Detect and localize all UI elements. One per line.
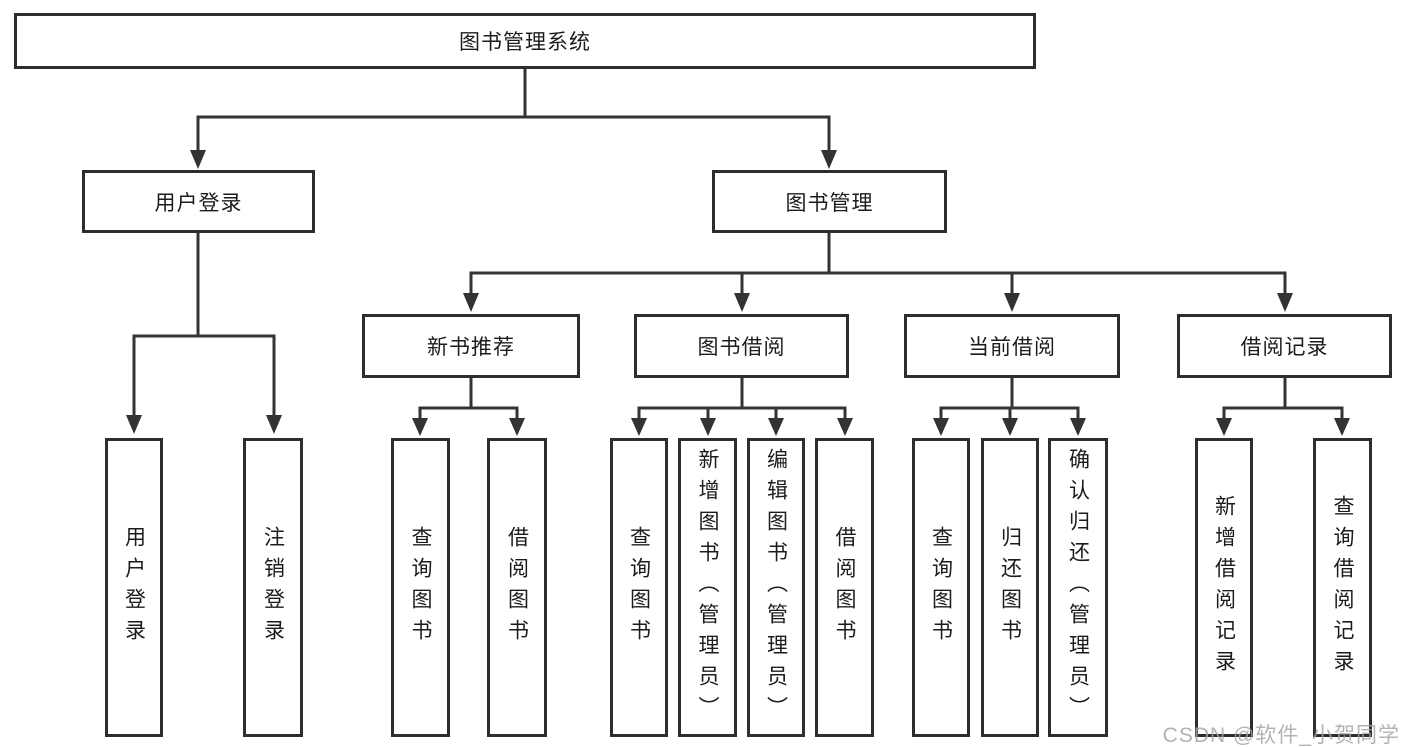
arrowhead-query-books-3 [933, 418, 949, 436]
leaf-query-borrow-record: 查询借阅记录 [1313, 438, 1372, 737]
user-login-bar [132, 334, 276, 416]
node-library-management-system: 图书管理系统 [14, 13, 1036, 69]
leaf-confirm-return-admin: 确认归还（管理员） [1048, 438, 1108, 737]
arrowhead-query-borrow-record [1334, 418, 1350, 436]
csdn-watermark: CSDN @软件_小贺同学 [1162, 724, 1400, 747]
node-book-management: 图书管理 [712, 170, 947, 233]
arrowhead-leaf-user-login [126, 415, 142, 434]
arrowhead-user-login [190, 150, 206, 169]
node-book-borrow: 图书借阅 [634, 314, 849, 378]
leaf-user-login: 用户登录 [105, 438, 163, 737]
arrowhead-borrow-records [1277, 293, 1293, 312]
arrowhead-book-borrow [734, 293, 750, 312]
borrow-records-bar [1222, 406, 1344, 419]
arrowhead-borrow-books-1 [509, 418, 525, 436]
arrowhead-add-borrow-record [1216, 418, 1232, 436]
arrowhead-borrow-books-2 [837, 418, 853, 436]
leaf-add-borrow-record: 新增借阅记录 [1195, 438, 1253, 737]
node-user-login: 用户登录 [82, 170, 315, 233]
arrowhead-add-book [700, 418, 716, 436]
arrowhead-book-management [821, 150, 837, 169]
book-borrow-bar [637, 406, 847, 419]
leaf-edit-book-admin: 编辑图书（管理员） [747, 438, 805, 737]
leaf-logout: 注销登录 [243, 438, 303, 737]
arrowhead-query-books-1 [412, 418, 428, 436]
leaf-query-books-2: 查询图书 [610, 438, 668, 737]
arrowhead-new-book-recommend [463, 293, 479, 312]
leaf-return-books: 归还图书 [981, 438, 1039, 737]
new-book-recommend-bar [418, 406, 519, 419]
leaf-borrow-books-2: 借阅图书 [815, 438, 874, 737]
level2-branch-bar [196, 115, 831, 151]
level3-branch-bar [469, 271, 1287, 294]
leaf-borrow-books-1: 借阅图书 [487, 438, 547, 737]
leaf-add-book-admin: 新增图书（管理员） [678, 438, 737, 737]
arrowhead-confirm-return [1070, 418, 1086, 436]
arrowhead-edit-book [768, 418, 784, 436]
arrowhead-return-books [1002, 418, 1018, 436]
arrowhead-query-books-2 [631, 418, 647, 436]
leaf-query-books-3: 查询图书 [912, 438, 970, 737]
node-borrow-records: 借阅记录 [1177, 314, 1392, 378]
arrowhead-leaf-logout [266, 415, 282, 434]
arrowhead-current-borrow [1004, 293, 1020, 312]
node-current-borrow: 当前借阅 [904, 314, 1120, 378]
leaf-query-books-1: 查询图书 [391, 438, 450, 737]
node-new-book-recommend: 新书推荐 [362, 314, 580, 378]
